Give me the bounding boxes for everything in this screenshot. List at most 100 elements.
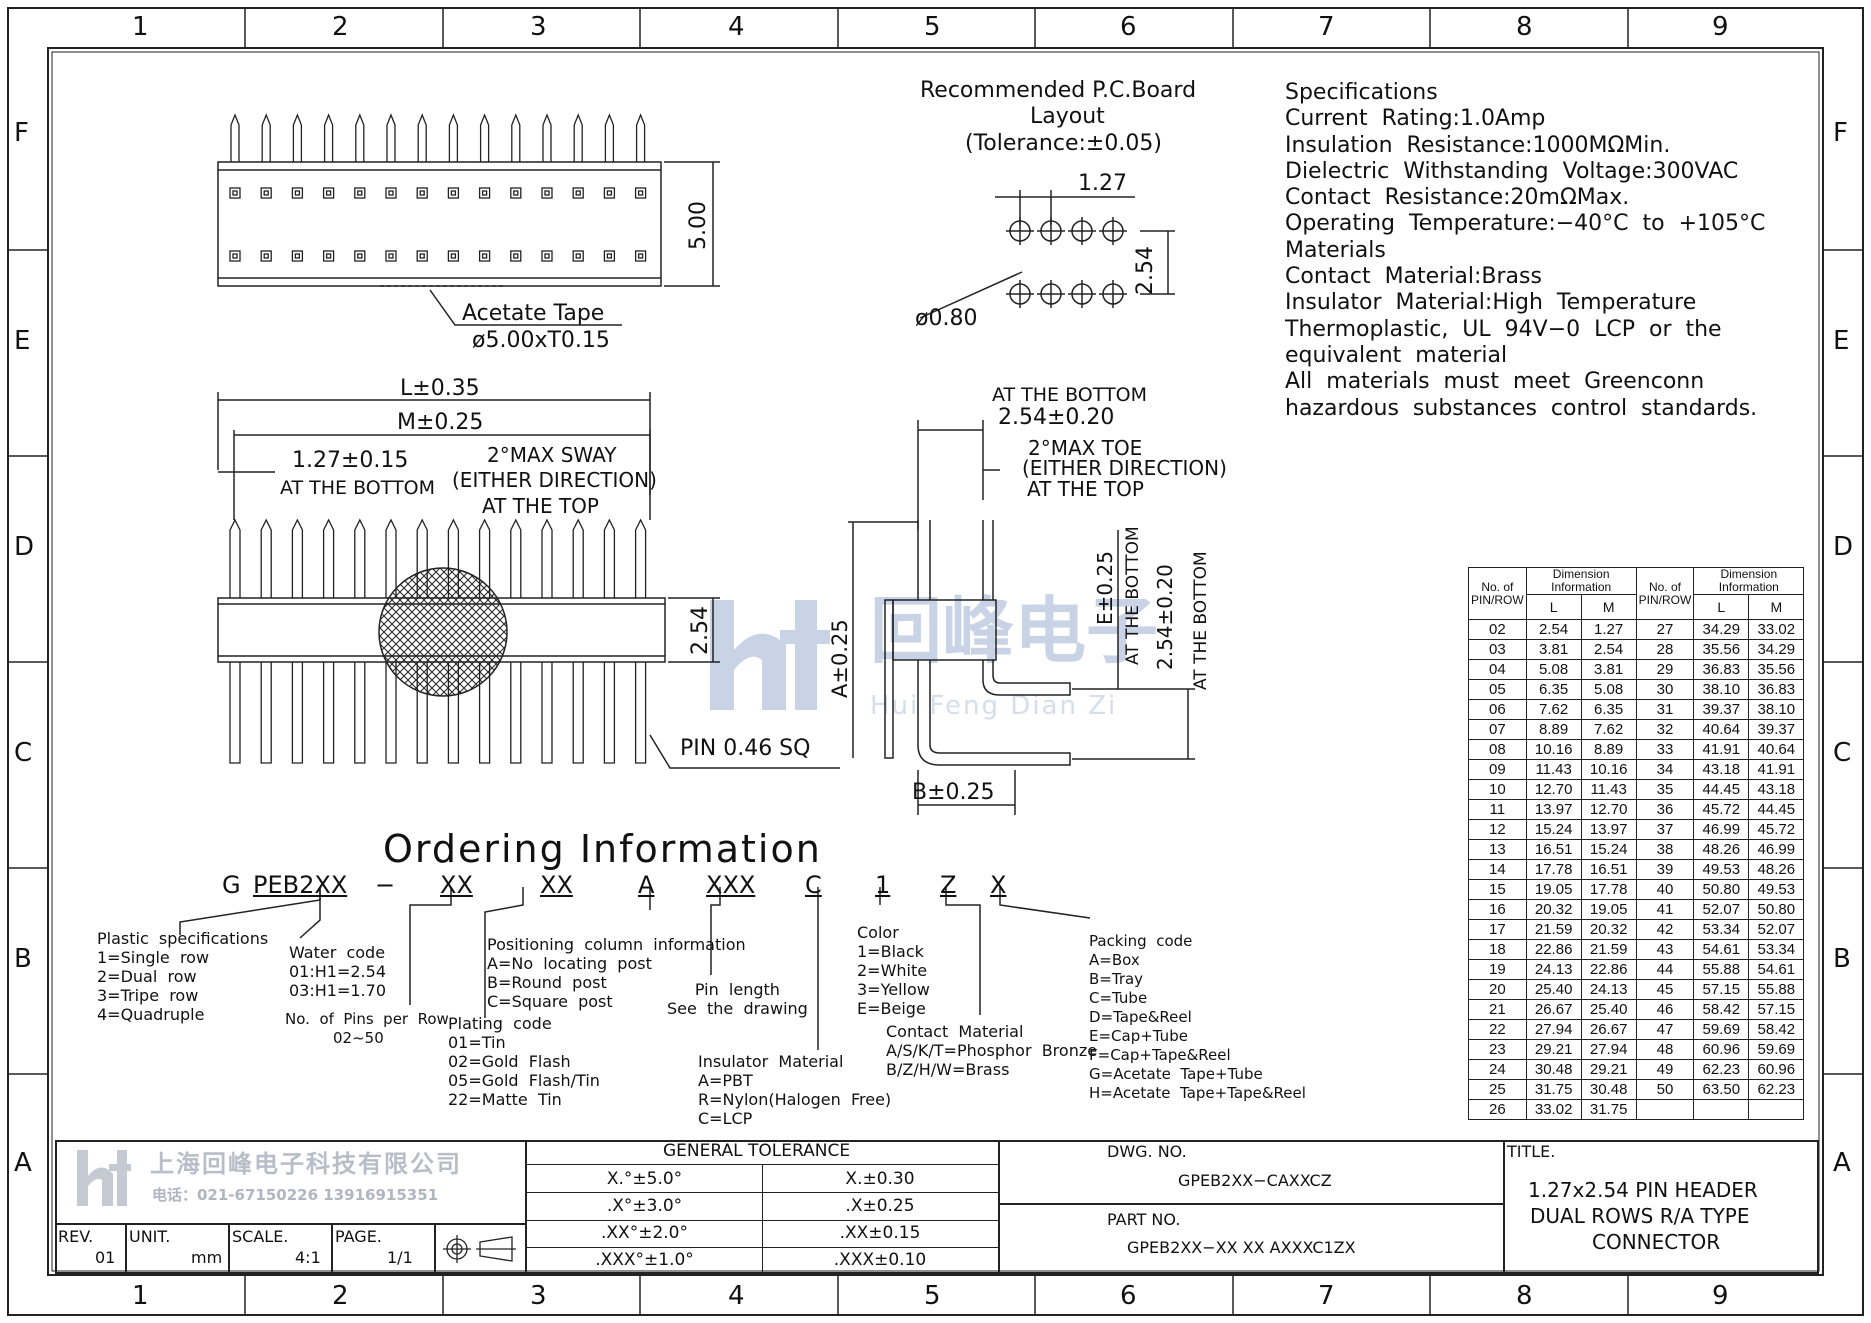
top-view-height-dim: 5.00 bbox=[686, 201, 711, 250]
table-cell: 36 bbox=[1635, 799, 1695, 821]
table-cell: 10 bbox=[1468, 779, 1527, 801]
table-cell: 37 bbox=[1635, 819, 1695, 841]
top-pin-square-upper-inner bbox=[263, 190, 269, 196]
page-value: 1/1 bbox=[387, 1248, 413, 1267]
top-pin bbox=[479, 113, 490, 162]
top-pin-square-upper-inner bbox=[232, 190, 238, 196]
ordering-pins-line: 02~50 bbox=[333, 1029, 384, 1047]
ordering-plastic-line: 3=Tripe row bbox=[97, 986, 199, 1005]
zone-row-left-E: E bbox=[14, 326, 31, 356]
m-dim: M±0.25 bbox=[397, 410, 484, 435]
spec-line: Insulation Resistance:1000MΩMin. bbox=[1285, 132, 1671, 158]
front-pin-lower bbox=[416, 662, 428, 764]
th-m-2: M bbox=[1748, 594, 1805, 621]
projection-symbol-icon bbox=[443, 1235, 516, 1263]
top-pin-square-lower-inner bbox=[513, 253, 519, 259]
table-cell: 10.16 bbox=[1525, 739, 1582, 761]
zone-row-right-B: B bbox=[1833, 944, 1851, 974]
table-cell: 3.81 bbox=[1525, 639, 1582, 661]
th-pins-1: No. of PIN/ROW bbox=[1468, 566, 1527, 621]
table-cell: 21 bbox=[1468, 999, 1527, 1021]
table-cell: 19 bbox=[1468, 959, 1527, 981]
rev-value: 01 bbox=[95, 1248, 116, 1267]
top-pin-square-upper-inner bbox=[606, 190, 613, 196]
table-cell: 38 bbox=[1635, 839, 1695, 861]
table-cell: 2.54 bbox=[1525, 619, 1582, 641]
pcb-row-spacing: 2.54 bbox=[1133, 246, 1158, 295]
top-pin-square-lower bbox=[416, 250, 428, 262]
table-cell: 35.56 bbox=[1748, 659, 1805, 681]
th-l-2: L bbox=[1693, 594, 1750, 621]
table-cell: 38.10 bbox=[1693, 679, 1750, 701]
ordering-code-part: XX bbox=[540, 871, 573, 899]
toe-3: AT THE TOP bbox=[1027, 477, 1144, 501]
top-pin-square-lower bbox=[385, 250, 397, 262]
top-pin bbox=[511, 113, 521, 162]
zone-col-bottom-6: 6 bbox=[1120, 1281, 1137, 1311]
front-pin-upper bbox=[385, 518, 397, 598]
table-cell: 49 bbox=[1635, 1059, 1695, 1081]
top-pin-square-lower-inner bbox=[481, 253, 488, 259]
table-cell: 21.59 bbox=[1580, 939, 1637, 961]
ordering-packing-line: F=Cap+Tape&Reel bbox=[1089, 1046, 1231, 1064]
table-cell: 22.86 bbox=[1580, 959, 1637, 981]
company-phone: 电话：021-67150226 13916915351 bbox=[152, 1186, 439, 1204]
table-cell: 06 bbox=[1468, 699, 1527, 721]
table-cell: 50 bbox=[1635, 1079, 1695, 1101]
table-cell: 11.43 bbox=[1580, 779, 1637, 801]
tolerance-angle: X.°±5.0° bbox=[606, 1169, 683, 1189]
table-cell: 54.61 bbox=[1748, 959, 1805, 981]
sway-1: 2°MAX SWAY bbox=[487, 443, 617, 467]
table-cell: 8.89 bbox=[1525, 719, 1582, 741]
table-cell: 44.45 bbox=[1693, 779, 1750, 801]
ordering-water-line: Water code bbox=[289, 943, 386, 962]
front-pin-lower bbox=[447, 662, 460, 764]
front-pin-upper bbox=[229, 518, 241, 598]
table-cell: 15.24 bbox=[1580, 839, 1637, 861]
table-cell bbox=[1693, 1099, 1750, 1121]
zone-col-bottom-8: 8 bbox=[1516, 1281, 1533, 1311]
table-cell: 39.37 bbox=[1748, 719, 1805, 741]
table-cell: 16.51 bbox=[1580, 859, 1637, 881]
ordering-plating-line: 22=Matte Tin bbox=[448, 1090, 562, 1109]
pcb-tolerance: (Tolerance:±0.05) bbox=[965, 131, 1162, 156]
front-pin-lower bbox=[291, 662, 304, 764]
top-pin-square-upper bbox=[634, 187, 647, 199]
ordering-code-part: XXX bbox=[706, 871, 756, 899]
table-cell: 15 bbox=[1468, 879, 1527, 901]
zone-col-top-3: 3 bbox=[530, 12, 547, 42]
top-pin-square-upper bbox=[478, 187, 491, 199]
tolerance-angle: .XXX°±1.0° bbox=[595, 1250, 694, 1270]
th-dim-2: Dimension Information bbox=[1693, 566, 1805, 596]
table-cell: 03 bbox=[1468, 639, 1527, 661]
pcb-pitch: 1.27 bbox=[1078, 171, 1127, 196]
a-dim: A±0.25 bbox=[828, 619, 852, 698]
table-cell: 16 bbox=[1468, 899, 1527, 921]
front-pin-lower bbox=[510, 662, 522, 764]
table-cell: 40.64 bbox=[1693, 719, 1750, 741]
top-pin-square-lower-inner bbox=[419, 253, 425, 259]
table-cell: 24.13 bbox=[1525, 959, 1582, 981]
top-pin-square-lower-inner bbox=[263, 253, 269, 259]
table-cell: 5.08 bbox=[1525, 659, 1582, 681]
table-cell bbox=[1635, 1099, 1695, 1121]
front-pin-upper bbox=[291, 518, 304, 598]
top-pin-square-upper bbox=[260, 187, 272, 199]
zone-col-top-6: 6 bbox=[1120, 12, 1137, 42]
table-cell: 7.62 bbox=[1525, 699, 1582, 721]
spec-line: Operating Temperature:−40°C to +105°C bbox=[1285, 211, 1766, 237]
toe-2: (EITHER DIRECTION) bbox=[1022, 456, 1227, 480]
top-pin bbox=[604, 113, 615, 162]
table-cell: 33 bbox=[1635, 739, 1695, 761]
top-pin-square-lower bbox=[291, 250, 304, 262]
table-cell: 34.29 bbox=[1693, 619, 1750, 641]
table-cell: 62.23 bbox=[1693, 1059, 1750, 1081]
